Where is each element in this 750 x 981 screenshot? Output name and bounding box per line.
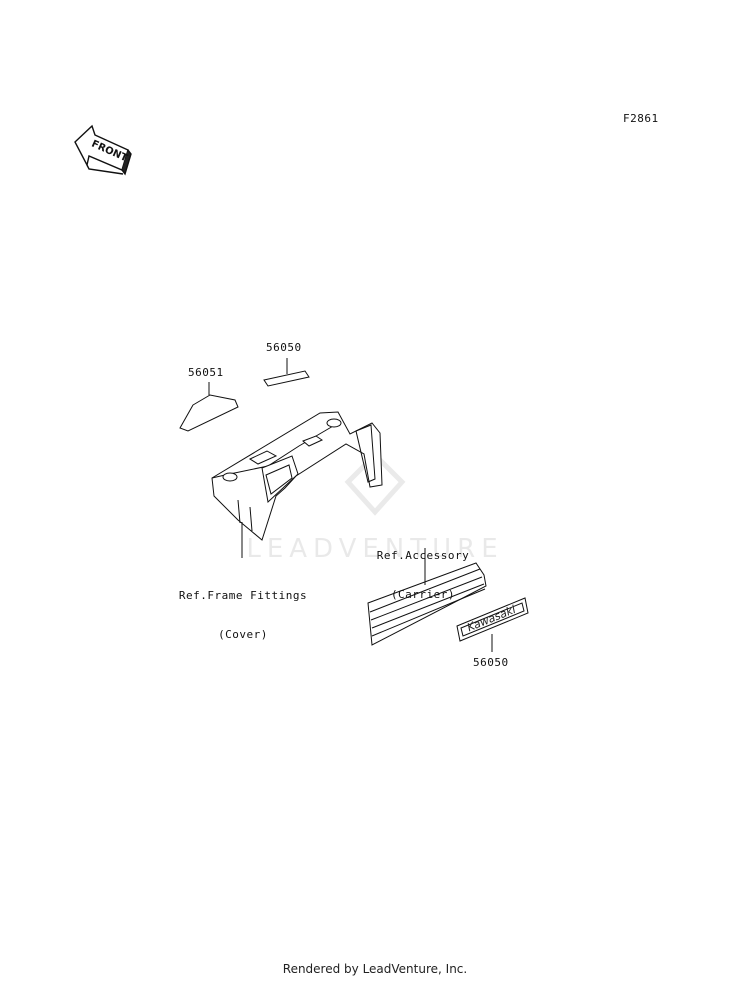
ref-frame-fittings-label: Ref.Frame Fittings (Cover) bbox=[172, 563, 314, 667]
decal-56050-top bbox=[263, 358, 310, 387]
ref-frame-line1: Ref.Frame Fittings bbox=[178, 589, 308, 602]
part-label-56050-bottom: 56050 bbox=[473, 656, 509, 669]
part-label-56050-top: 56050 bbox=[266, 341, 302, 354]
ref-accessory-label: Ref.Accessory (Carrier) bbox=[365, 523, 481, 627]
ref-accessory-line2: (Carrier) bbox=[390, 588, 456, 601]
watermark-text: LEADVENTURE bbox=[246, 534, 503, 564]
watermark: LEADVENTURE bbox=[246, 451, 503, 564]
decal-56051 bbox=[179, 382, 239, 432]
rear-cover-part bbox=[211, 411, 383, 558]
carrier-accessory bbox=[367, 548, 487, 646]
figure-code: F2861 bbox=[623, 112, 659, 125]
part-label-56051: 56051 bbox=[188, 366, 224, 379]
ref-accessory-line1: Ref.Accessory bbox=[376, 549, 470, 562]
front-arrow-icon: FRONT bbox=[74, 124, 132, 176]
footer-credit: Rendered by LeadVenture, Inc. bbox=[282, 962, 468, 976]
ref-frame-line2: (Cover) bbox=[218, 628, 268, 641]
